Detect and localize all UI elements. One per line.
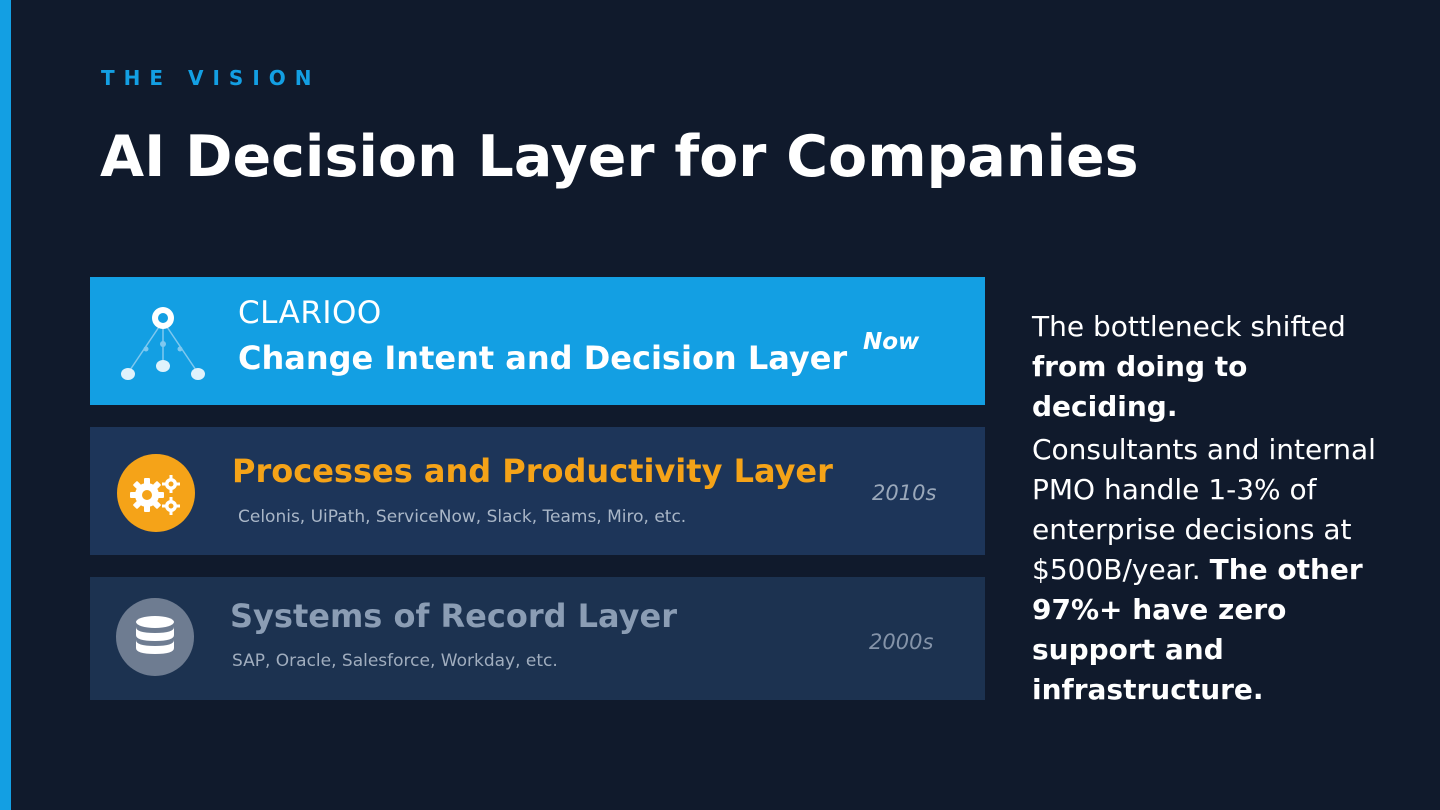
layer-card-productivity: Processes and Productivity Layer Celonis… — [90, 427, 985, 555]
layer-tools: SAP, Oracle, Salesforce, Workday, etc. — [232, 651, 558, 671]
era-label: 2010s — [872, 481, 937, 505]
side-paragraph-1: The bottleneck shifted from doing to dec… — [1032, 307, 1392, 427]
side-text-body: Consultants and internal PMO handle 1-3%… — [1032, 433, 1376, 586]
brand-name: CLARIOO — [238, 295, 382, 331]
side-text-emphasis: The other 97%+ have zero support and inf… — [1032, 553, 1363, 706]
era-label: Now — [863, 329, 920, 355]
layer-card-now: CLARIOO Change Intent and Decision Layer… — [90, 277, 985, 405]
side-text-bold: from doing to deciding. — [1032, 350, 1248, 423]
layer-tools: Celonis, UiPath, ServiceNow, Slack, Team… — [238, 507, 687, 527]
slide-title: AI Decision Layer for Companies — [100, 124, 1139, 190]
hierarchy-network-icon — [118, 305, 208, 385]
side-paragraph-2: Consultants and internal PMO handle 1-3%… — [1032, 430, 1392, 710]
layer-title: Change Intent and Decision Layer — [238, 339, 848, 377]
database-icon — [115, 597, 195, 677]
eyebrow-label: THE VISION — [101, 66, 321, 90]
layer-title: Systems of Record Layer — [230, 597, 677, 635]
era-label: 2000s — [869, 630, 934, 654]
layer-card-record: Systems of Record Layer SAP, Oracle, Sal… — [90, 577, 985, 700]
accent-bar — [0, 0, 11, 810]
gears-icon — [116, 453, 196, 533]
side-text-line: The bottleneck shifted — [1032, 310, 1346, 343]
layer-title: Processes and Productivity Layer — [232, 452, 833, 490]
